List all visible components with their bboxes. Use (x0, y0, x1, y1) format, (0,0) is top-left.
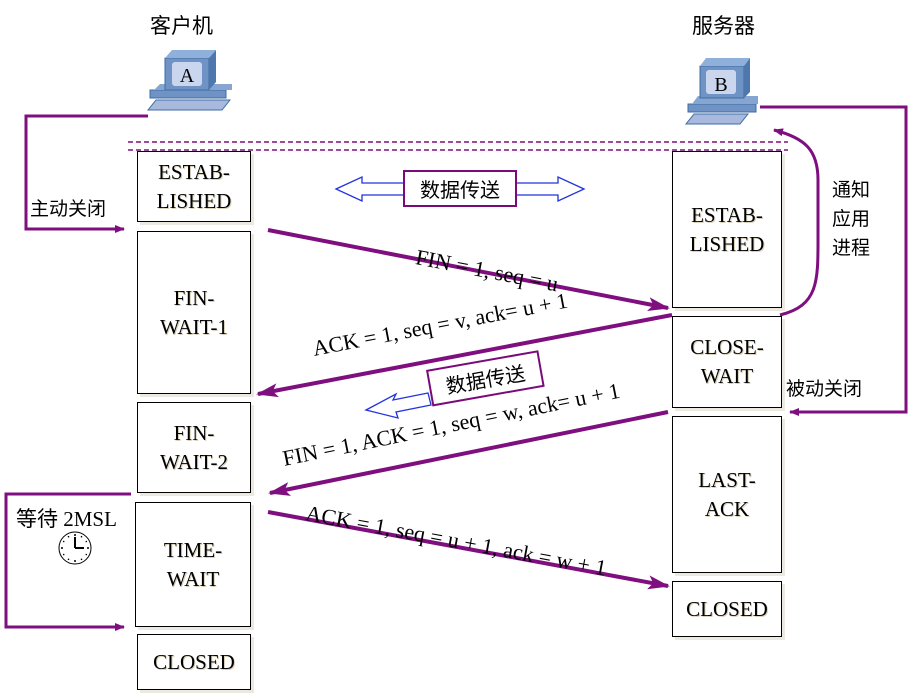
client-state-closed: CLOSED (137, 634, 251, 690)
state-line: FIN- (173, 420, 215, 445)
server-state-close-wait: CLOSE- WAIT (672, 316, 782, 408)
server-state-established: ESTAB- LISHED (672, 151, 782, 308)
notify-app-line: 应用 (832, 208, 871, 230)
state-line: WAIT (166, 566, 220, 591)
client-title: 客户机 (150, 14, 213, 38)
state-line: LAST- (698, 467, 756, 492)
state-line: LISHED (689, 231, 765, 256)
segment-arrow-final-ack (267, 510, 670, 590)
server-title: 服务器 (692, 14, 755, 38)
state-line: TIME- (163, 537, 223, 562)
client-state-fin-wait-2: FIN- WAIT-2 (137, 402, 251, 493)
state-line: FIN- (173, 285, 215, 310)
state-line: CLOSED (153, 649, 235, 674)
notify-app-line: 进程 (832, 237, 871, 259)
state-line: WAIT (700, 364, 754, 388)
state-line: ESTAB- (691, 202, 763, 227)
passive-close-label: 被动关闭 (786, 378, 863, 400)
notify-app-line: 通知 (832, 179, 871, 201)
notify-app-label: 通知 应用 进程 (832, 176, 870, 263)
server-state-closed: CLOSED (672, 581, 782, 637)
wait-2msl-arrow (4, 492, 131, 631)
server-label: B (714, 74, 727, 96)
state-line: WAIT-1 (159, 314, 229, 339)
state-line: ACK (704, 496, 750, 521)
bidirectional-data-arrow (334, 175, 586, 203)
clock-icon (58, 531, 92, 565)
state-line: LISHED (156, 188, 232, 213)
data-transfer-box: 数据传送 (403, 170, 517, 207)
segment-arrow-ack (256, 313, 673, 398)
notify-app-arrow (773, 128, 820, 317)
server-state-last-ack: LAST- ACK (672, 416, 782, 573)
client-state-time-wait: TIME- WAIT (135, 502, 251, 627)
wait-2msl-label: 等待 2MSL (16, 503, 117, 533)
server-computer-icon (684, 58, 758, 125)
passive-close-arrow (760, 105, 908, 416)
client-state-established: ESTAB- LISHED (137, 151, 251, 222)
client-label: A (180, 65, 195, 87)
state-line: CLOSE- (690, 335, 764, 359)
segment-arrow-fin-ack (268, 410, 669, 496)
active-close-arrow (24, 114, 148, 233)
client-computer-icon (146, 50, 232, 111)
wait-2msl-text: 等待 2MSL (16, 507, 117, 531)
state-line: WAIT-2 (159, 449, 229, 474)
client-state-fin-wait-1: FIN- WAIT-1 (137, 231, 251, 394)
server-to-client-data-arrow (364, 392, 432, 419)
active-close-label: 主动关闭 (30, 198, 107, 220)
state-line: ESTAB- (158, 159, 230, 184)
state-line: CLOSED (686, 596, 768, 621)
segment-arrow-fin (267, 228, 670, 312)
